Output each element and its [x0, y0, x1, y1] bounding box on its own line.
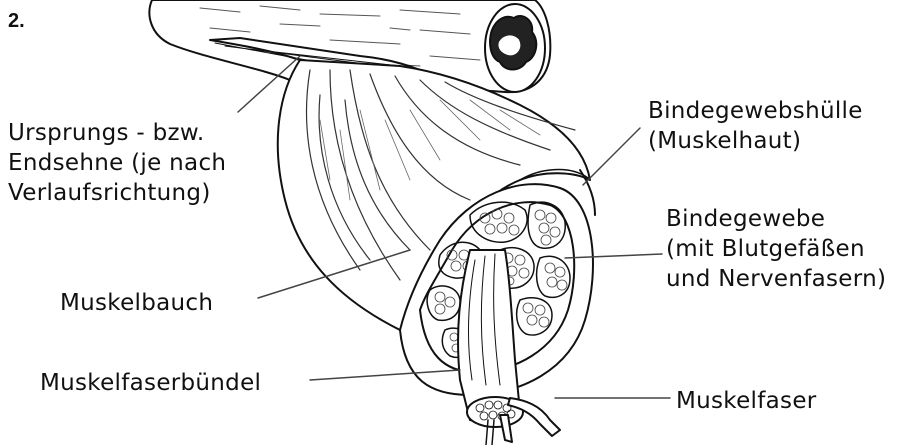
label-muskelfaserbuendel: Muskelfaserbündel: [40, 368, 261, 398]
label-bindegewebshuelle: Bindegewebshülle (Muskelhaut): [648, 96, 863, 156]
bindegewebshuelle-leader-line: [583, 128, 640, 185]
label-muskelfaser: Muskelfaser: [676, 386, 817, 416]
label-ursprungs-endsehne: Ursprungs - bzw. Endsehne (je nach Verla…: [8, 118, 226, 208]
label-bindegewebe: Bindegewebe (mit Blutgefäßen und Nervenf…: [666, 204, 886, 294]
label-muskelbauch: Muskelbauch: [60, 288, 213, 318]
